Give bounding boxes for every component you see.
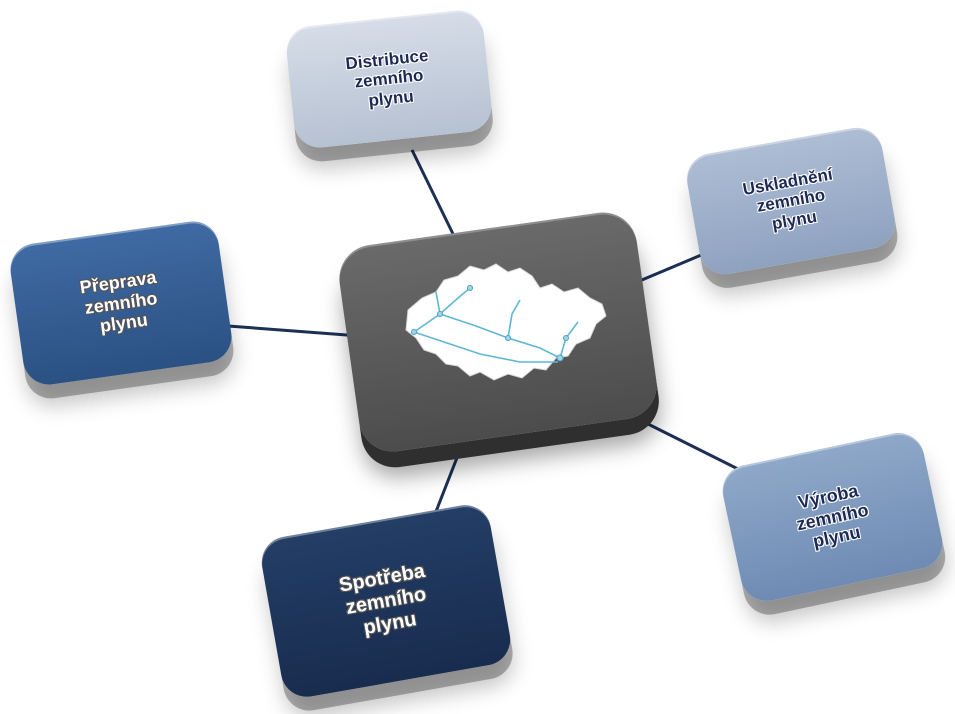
connector-vyroba (647, 422, 741, 472)
czech-republic-map-icon (405, 263, 607, 381)
connector-preprava (227, 324, 361, 338)
node-distribuce: Distribuce zemního plynu (284, 7, 494, 151)
connector-distribuce (410, 149, 457, 239)
node-label-line: plynu (367, 86, 415, 110)
pipeline-nodes (411, 285, 569, 362)
map-outline (405, 263, 607, 381)
node-preprava: Přeprava zemního plynu (7, 218, 235, 388)
